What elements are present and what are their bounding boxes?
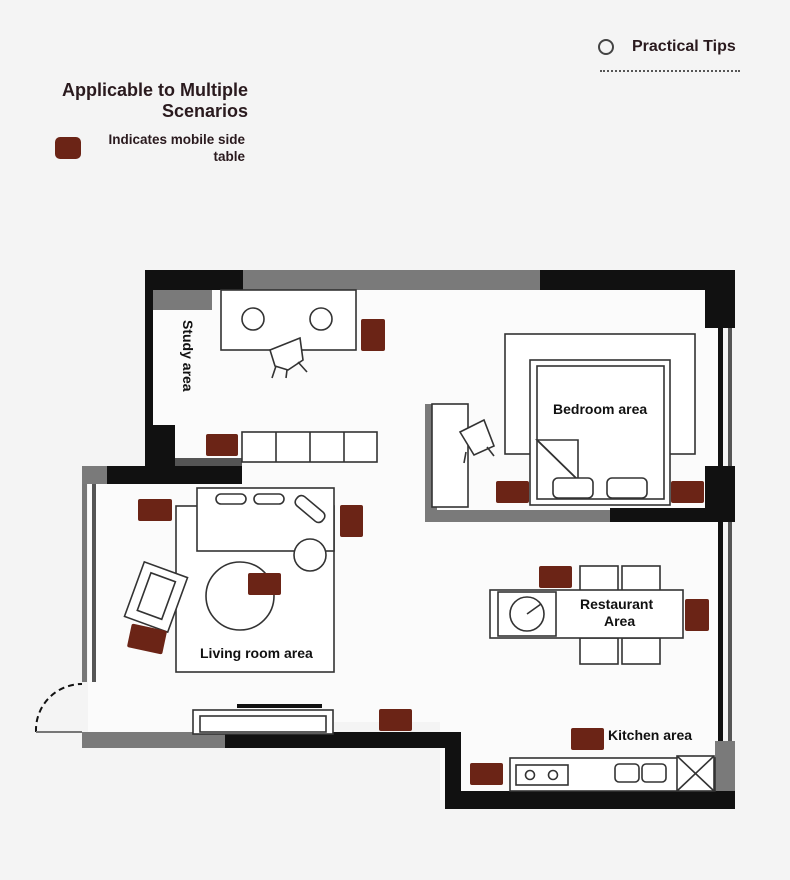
chair-bottom-left bbox=[579, 637, 619, 665]
wall-top-left-stub bbox=[145, 290, 212, 310]
legend-side-table-swatch bbox=[55, 137, 81, 159]
tips-dotted-underline bbox=[600, 70, 740, 72]
page-title: Applicable to Multiple Scenarios bbox=[30, 80, 248, 122]
chair-top-right bbox=[621, 565, 661, 593]
sofa-pillow bbox=[294, 494, 326, 524]
wall-top-left bbox=[145, 270, 243, 290]
wall-top-middle bbox=[243, 270, 540, 290]
study-chair bbox=[269, 336, 304, 371]
side-table bbox=[496, 481, 529, 503]
wall-bedroom-bottom-gray bbox=[425, 510, 610, 522]
mobile-side-tables bbox=[127, 319, 709, 785]
side-table bbox=[571, 728, 604, 750]
stove bbox=[515, 764, 569, 786]
wall-study-bottom-gray bbox=[175, 458, 242, 466]
side-table bbox=[138, 499, 172, 521]
study-lamp-right bbox=[309, 307, 333, 331]
wall-bottom-middle bbox=[225, 732, 461, 748]
wall-right-window-line bbox=[728, 328, 732, 466]
bed-mattress bbox=[536, 365, 665, 500]
living-room-area-label: Living room area bbox=[200, 645, 313, 661]
kitchen-furniture bbox=[509, 755, 716, 792]
wall-left-inner bbox=[92, 484, 96, 682]
living-furniture bbox=[123, 487, 335, 735]
kitchen-sink-right bbox=[641, 763, 667, 783]
legend-text-line-1: Indicates mobile side bbox=[108, 132, 245, 147]
side-table bbox=[685, 599, 709, 631]
wall-right-corner bbox=[705, 270, 735, 328]
wall-right-lower-line bbox=[728, 521, 732, 741]
side-table bbox=[379, 709, 412, 731]
bedroom-furniture bbox=[431, 333, 696, 508]
kitchen-area-label: Kitchen area bbox=[608, 727, 692, 743]
side-table bbox=[470, 763, 503, 785]
wall-right-bottom-segment bbox=[715, 741, 735, 791]
wall-bottom-right bbox=[445, 791, 735, 809]
bedroom-chair bbox=[458, 418, 496, 457]
wall-top-right bbox=[540, 270, 735, 290]
side-table bbox=[206, 434, 238, 456]
side-table bbox=[671, 481, 704, 503]
coffee-table bbox=[205, 561, 275, 631]
kitchen-sink-left bbox=[614, 763, 640, 783]
side-table bbox=[127, 623, 167, 655]
study-furniture bbox=[220, 289, 378, 463]
legend-text: Indicates mobile side table bbox=[95, 131, 245, 165]
bedroom-area-label: Bedroom area bbox=[553, 401, 647, 417]
pillow-left bbox=[552, 477, 594, 499]
wall-bottom-step-vertical bbox=[445, 732, 461, 809]
title-line-1: Applicable to Multiple bbox=[61, 80, 248, 100]
wall-left-outer bbox=[82, 466, 87, 682]
pillow-right bbox=[606, 477, 648, 499]
wall-study-bottom-dark bbox=[107, 466, 242, 484]
restaurant-area-label-line-1: Restaurant bbox=[580, 596, 653, 612]
side-table bbox=[340, 505, 363, 537]
armchair-seat bbox=[136, 571, 177, 621]
side-lamp bbox=[293, 538, 327, 572]
study-lamp-left bbox=[241, 307, 265, 331]
side-table bbox=[361, 319, 385, 351]
legend-text-line-2: table bbox=[213, 149, 245, 164]
walls bbox=[82, 270, 735, 809]
practical-tips[interactable]: Practical Tips bbox=[598, 38, 736, 56]
restaurant-furniture bbox=[489, 565, 684, 665]
restaurant-area-label-line-2: Area bbox=[604, 613, 635, 629]
wall-bottom-left bbox=[82, 732, 225, 748]
wall-right-lower-dark bbox=[718, 521, 723, 741]
tv-screen bbox=[237, 704, 322, 708]
title-line-2: Scenarios bbox=[161, 101, 248, 121]
entry-door bbox=[34, 682, 83, 733]
circle-icon bbox=[598, 39, 614, 55]
practical-tips-label: Practical Tips bbox=[632, 38, 736, 55]
stove-burner-left bbox=[524, 769, 536, 781]
stove-burner-right bbox=[547, 769, 559, 781]
chair-bottom-right bbox=[621, 637, 661, 665]
wall-bedroom-bottom-dark bbox=[610, 508, 735, 522]
tv-inner bbox=[199, 715, 327, 733]
side-table bbox=[539, 566, 572, 588]
wall-right-window-dark bbox=[718, 328, 723, 466]
wall-left-top-corner bbox=[82, 466, 107, 484]
sofa-cushion-left bbox=[215, 493, 247, 505]
wall-left-upper bbox=[145, 290, 153, 465]
bedroom-desk bbox=[431, 403, 469, 508]
study-area-label: Study area bbox=[180, 320, 196, 392]
sofa-cushion-right bbox=[253, 493, 285, 505]
side-table bbox=[248, 573, 281, 595]
chair-top-left bbox=[579, 565, 619, 593]
